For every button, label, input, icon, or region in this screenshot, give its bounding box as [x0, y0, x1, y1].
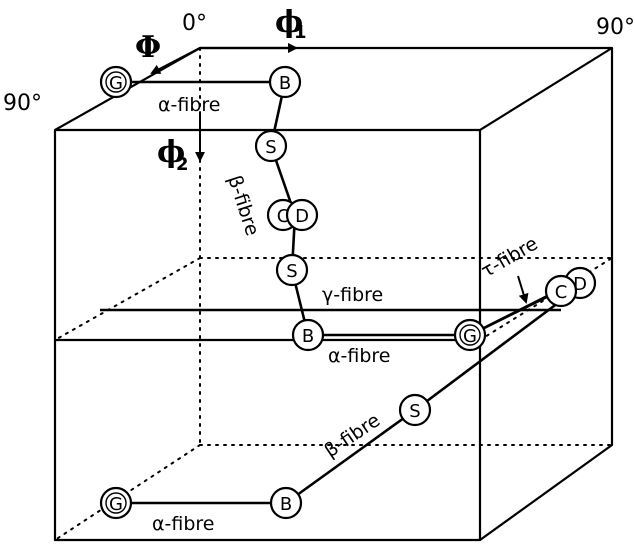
- phi1-subscript: 1: [294, 22, 307, 43]
- fibre-labels: α-fibre α-fibre α-fibre γ-fibre β-fibre …: [152, 94, 542, 535]
- goss-inner-ring: [459, 324, 481, 346]
- node-S-lower-text: S: [409, 401, 420, 422]
- corner-right-label: 90°: [596, 15, 635, 40]
- node-G-top: G: [99, 65, 133, 99]
- node-S-upper: S: [254, 129, 288, 163]
- node-B-top-text: B: [279, 73, 291, 94]
- node-G-bottom-text: G: [109, 494, 123, 515]
- axis-arrows: [150, 43, 529, 304]
- phi1-symbol: ϕ: [275, 5, 303, 40]
- node-B-top: B: [268, 65, 302, 99]
- node-B-mid: B: [291, 318, 325, 352]
- phi2-subscript: 2: [176, 154, 189, 175]
- Phi-arrow: [150, 47, 201, 74]
- orientation-nodes: G B S C D S D C: [99, 65, 597, 520]
- tau-fibre-label: τ-fibre: [478, 233, 542, 283]
- node-S-upper-text: S: [265, 137, 276, 158]
- corner-left-label: 90°: [3, 91, 42, 116]
- node-D-upper: D: [285, 198, 319, 232]
- node-G-mid-text: G: [463, 326, 477, 347]
- beta-fibre-upper-label: β-fibre: [223, 173, 263, 239]
- cube-right-face: [479, 48, 614, 541]
- node-S-mid-text: S: [286, 261, 297, 282]
- gamma-fibre-label: γ-fibre: [322, 284, 383, 306]
- node-G-top-text: G: [109, 73, 123, 94]
- alpha-fibre-mid-label: α-fibre: [328, 345, 391, 367]
- node-B-bottom-text: B: [280, 494, 292, 515]
- axis-labels: 0° 90° 90° ϕ 1 Φ ϕ 2: [3, 5, 635, 175]
- hidden-mid-left: [54, 257, 201, 341]
- node-S-lower: S: [398, 393, 432, 427]
- alpha-fibre-bottom-label: α-fibre: [152, 513, 215, 535]
- node-C-upper-text: C: [277, 206, 290, 227]
- hidden-edge-bottom-left: [54, 444, 201, 541]
- node-D-upper-text: D: [295, 206, 309, 227]
- beta-fibre-lower-line: [285, 286, 579, 505]
- node-B-bottom: B: [269, 486, 303, 520]
- origin-label: 0°: [182, 11, 207, 36]
- node-G-bottom: G: [99, 486, 133, 520]
- tau-arrow: [517, 275, 529, 304]
- node-C-right: C: [544, 274, 578, 308]
- goss-inner-ring: [105, 71, 127, 93]
- phi2-symbol: ϕ: [157, 135, 185, 170]
- goss-inner-ring: [105, 492, 127, 514]
- node-S-mid: S: [275, 253, 309, 287]
- node-B-mid-text: B: [302, 326, 314, 347]
- alpha-fibre-top-label: α-fibre: [158, 94, 221, 116]
- node-G-mid: G: [453, 318, 487, 352]
- Phi-symbol: Φ: [135, 30, 161, 65]
- node-C-right-text: C: [555, 282, 568, 303]
